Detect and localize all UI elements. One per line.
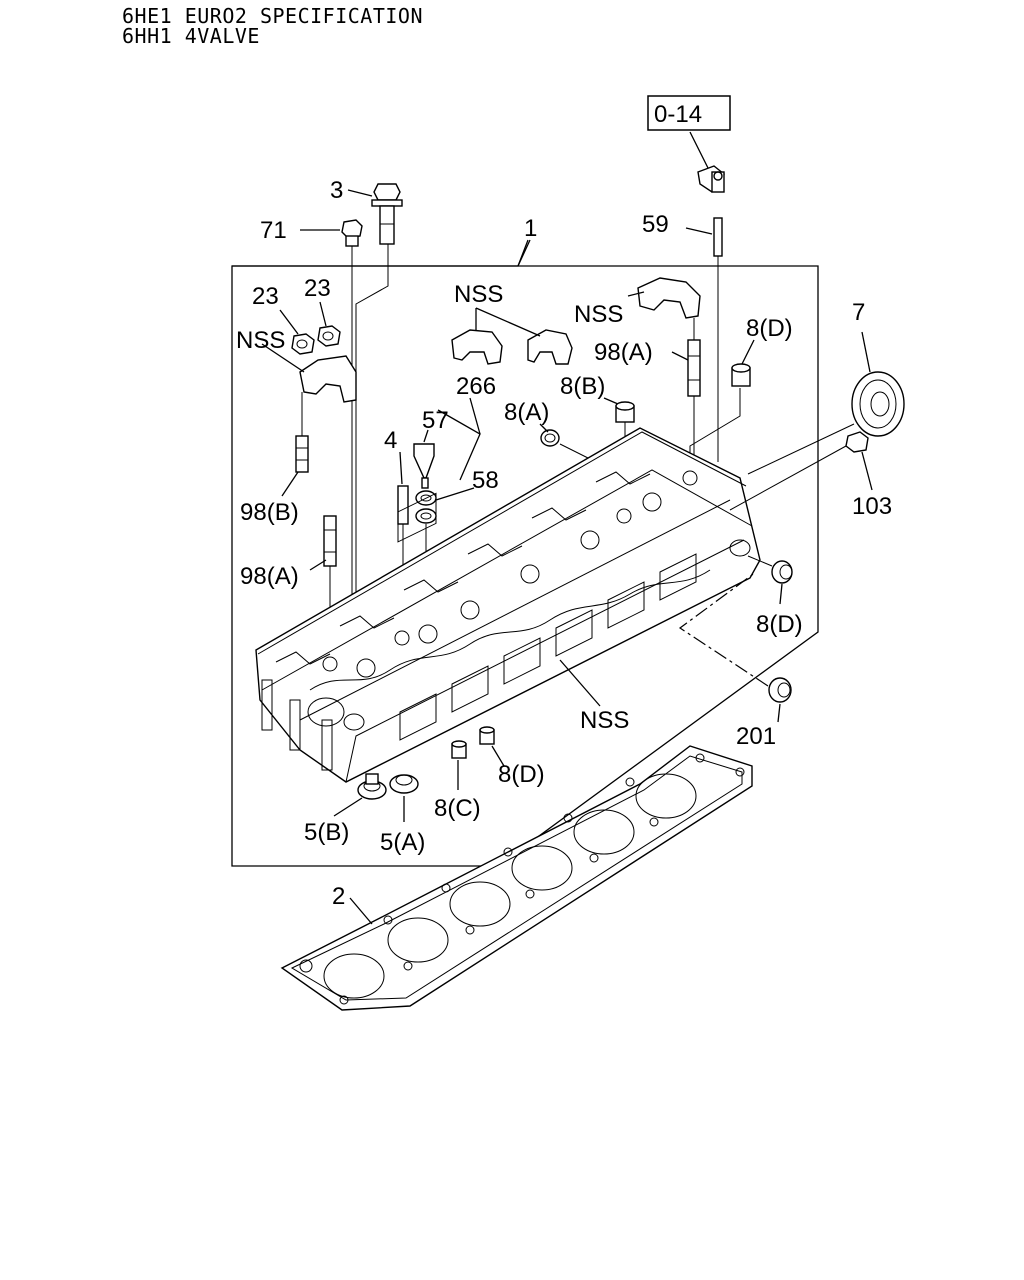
camshaft-cap-center-right	[527, 329, 573, 365]
diagram-header: 6HE1 EURO2 SPECIFICATION 6HH1 4VALVE	[122, 6, 423, 46]
label-23-right: 23	[304, 275, 331, 302]
label-nss-right: NSS	[574, 301, 623, 328]
label-8d-right: 8(D)	[756, 611, 803, 638]
label-5b: 5(B)	[304, 819, 349, 846]
plug-8d-top	[731, 363, 751, 387]
label-23-left: 23	[252, 283, 279, 310]
nut-23-left	[291, 333, 315, 355]
header-line-1: 6HE1 EURO2 SPECIFICATION	[122, 4, 423, 28]
label-98b: 98(B)	[240, 499, 299, 526]
seal-7	[851, 371, 905, 437]
label-8b: 8(B)	[560, 373, 605, 400]
washer-58	[415, 490, 437, 524]
label-3: 3	[330, 177, 343, 204]
seal-5a	[389, 774, 419, 794]
label-71: 71	[260, 217, 287, 244]
label-2: 2	[332, 883, 345, 910]
plug-8c	[451, 740, 467, 759]
bolt-103	[845, 431, 869, 453]
plug-8d-right	[771, 560, 793, 584]
seal-5b	[357, 773, 387, 800]
label-1: 1	[524, 215, 537, 242]
stud-98a-left	[323, 515, 337, 567]
label-103: 103	[852, 493, 892, 520]
label-7: 7	[852, 299, 865, 326]
assembly-frame	[231, 265, 819, 867]
label-57: 57	[422, 407, 449, 434]
label-nss-left: NSS	[236, 327, 285, 354]
bolt-3	[371, 183, 403, 245]
reference-box	[647, 95, 731, 131]
plug-8d-bottom	[479, 726, 495, 745]
plug-8b	[615, 401, 635, 423]
reference-box-label: 0-14	[654, 101, 702, 128]
label-nss-center: NSS	[454, 281, 503, 308]
label-4: 4	[384, 427, 397, 454]
camshaft-cap-right	[637, 277, 701, 319]
pin-4	[397, 485, 409, 525]
stud-98a-top	[687, 339, 701, 397]
label-98a-left: 98(A)	[240, 563, 299, 590]
plug-201	[768, 677, 792, 703]
label-8c: 8(C)	[434, 795, 481, 822]
label-5a: 5(A)	[380, 829, 425, 856]
sensor-bracket	[689, 131, 725, 193]
valve-57	[413, 443, 435, 489]
label-8d-bottom: 8(D)	[498, 761, 545, 788]
nut-23-right	[317, 325, 341, 347]
label-nss-bottom: NSS	[580, 707, 629, 734]
head-gasket	[280, 745, 753, 1011]
label-266: 266	[456, 373, 496, 400]
label-59: 59	[642, 211, 669, 238]
cylinder-head	[255, 427, 761, 783]
label-58: 58	[472, 467, 499, 494]
label-98a-top: 98(A)	[594, 339, 653, 366]
header-line-2: 6HH1 4VALVE	[122, 24, 260, 48]
camshaft-cap-left	[299, 355, 357, 403]
bolt-71	[341, 219, 363, 247]
label-8d-top: 8(D)	[746, 315, 793, 342]
label-8a: 8(A)	[504, 399, 549, 426]
stud-98b	[295, 435, 309, 473]
camshaft-cap-center-left	[451, 329, 503, 365]
pin-59	[713, 217, 723, 257]
plug-8a	[540, 429, 560, 447]
label-201: 201	[736, 723, 776, 750]
